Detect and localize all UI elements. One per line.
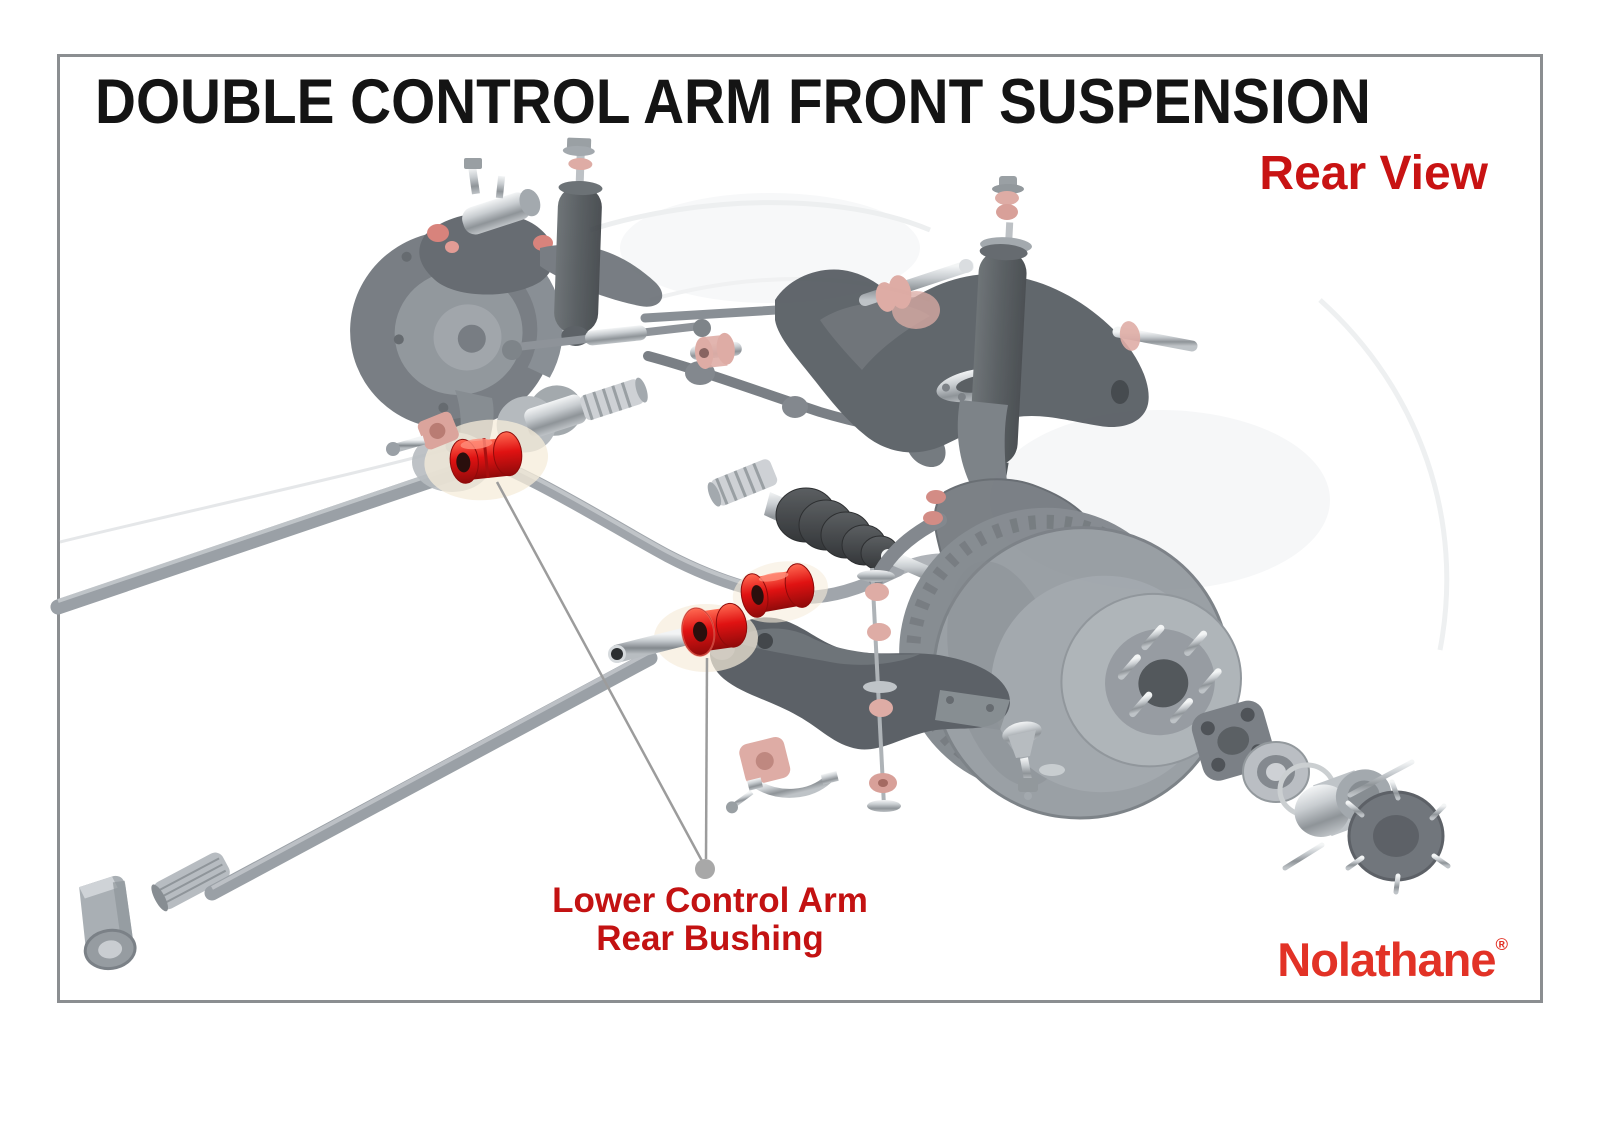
strut-rod — [50, 446, 476, 615]
shock-absorber-left — [554, 137, 603, 346]
brake-rotor — [899, 507, 1242, 820]
lower-control-arm-rear-bushing-rear — [608, 602, 758, 672]
brand-name: Nolathane — [1277, 933, 1496, 986]
registered-trademark-icon: ® — [1495, 935, 1508, 954]
page-title: DOUBLE CONTROL ARM FRONT SUSPENSION — [95, 67, 1371, 137]
callout-label: Lower Control Arm Rear Bushing — [480, 882, 940, 958]
rail-bushing-ghost — [689, 332, 742, 369]
hub-bearing-exploded-parts — [1191, 700, 1451, 895]
sway-bar-bushing-red — [732, 561, 828, 623]
bushing-clamp-ghost — [417, 411, 459, 450]
callout-leader-lines — [495, 481, 715, 879]
wheel-studs — [1117, 624, 1222, 724]
sway-bar-clamp-bushing — [725, 736, 839, 814]
callout-line-1: Lower Control Arm — [552, 881, 868, 920]
brand-logo: Nolathane® — [1277, 932, 1508, 987]
callout-dot — [695, 859, 715, 879]
lower-control-arm — [709, 617, 1010, 750]
view-label: Rear View — [1259, 147, 1488, 200]
shock-mount-hardware-right — [992, 176, 1024, 220]
sway-bar-link — [857, 567, 901, 812]
torsion-bar — [151, 650, 658, 912]
callout-line-2: Rear Bushing — [596, 919, 824, 958]
torsion-bar-anchor — [79, 875, 137, 971]
clamp-bolt — [386, 435, 426, 456]
upper-arm-pivot-shaft — [859, 259, 1198, 352]
lower-ball-joint — [1002, 721, 1065, 800]
